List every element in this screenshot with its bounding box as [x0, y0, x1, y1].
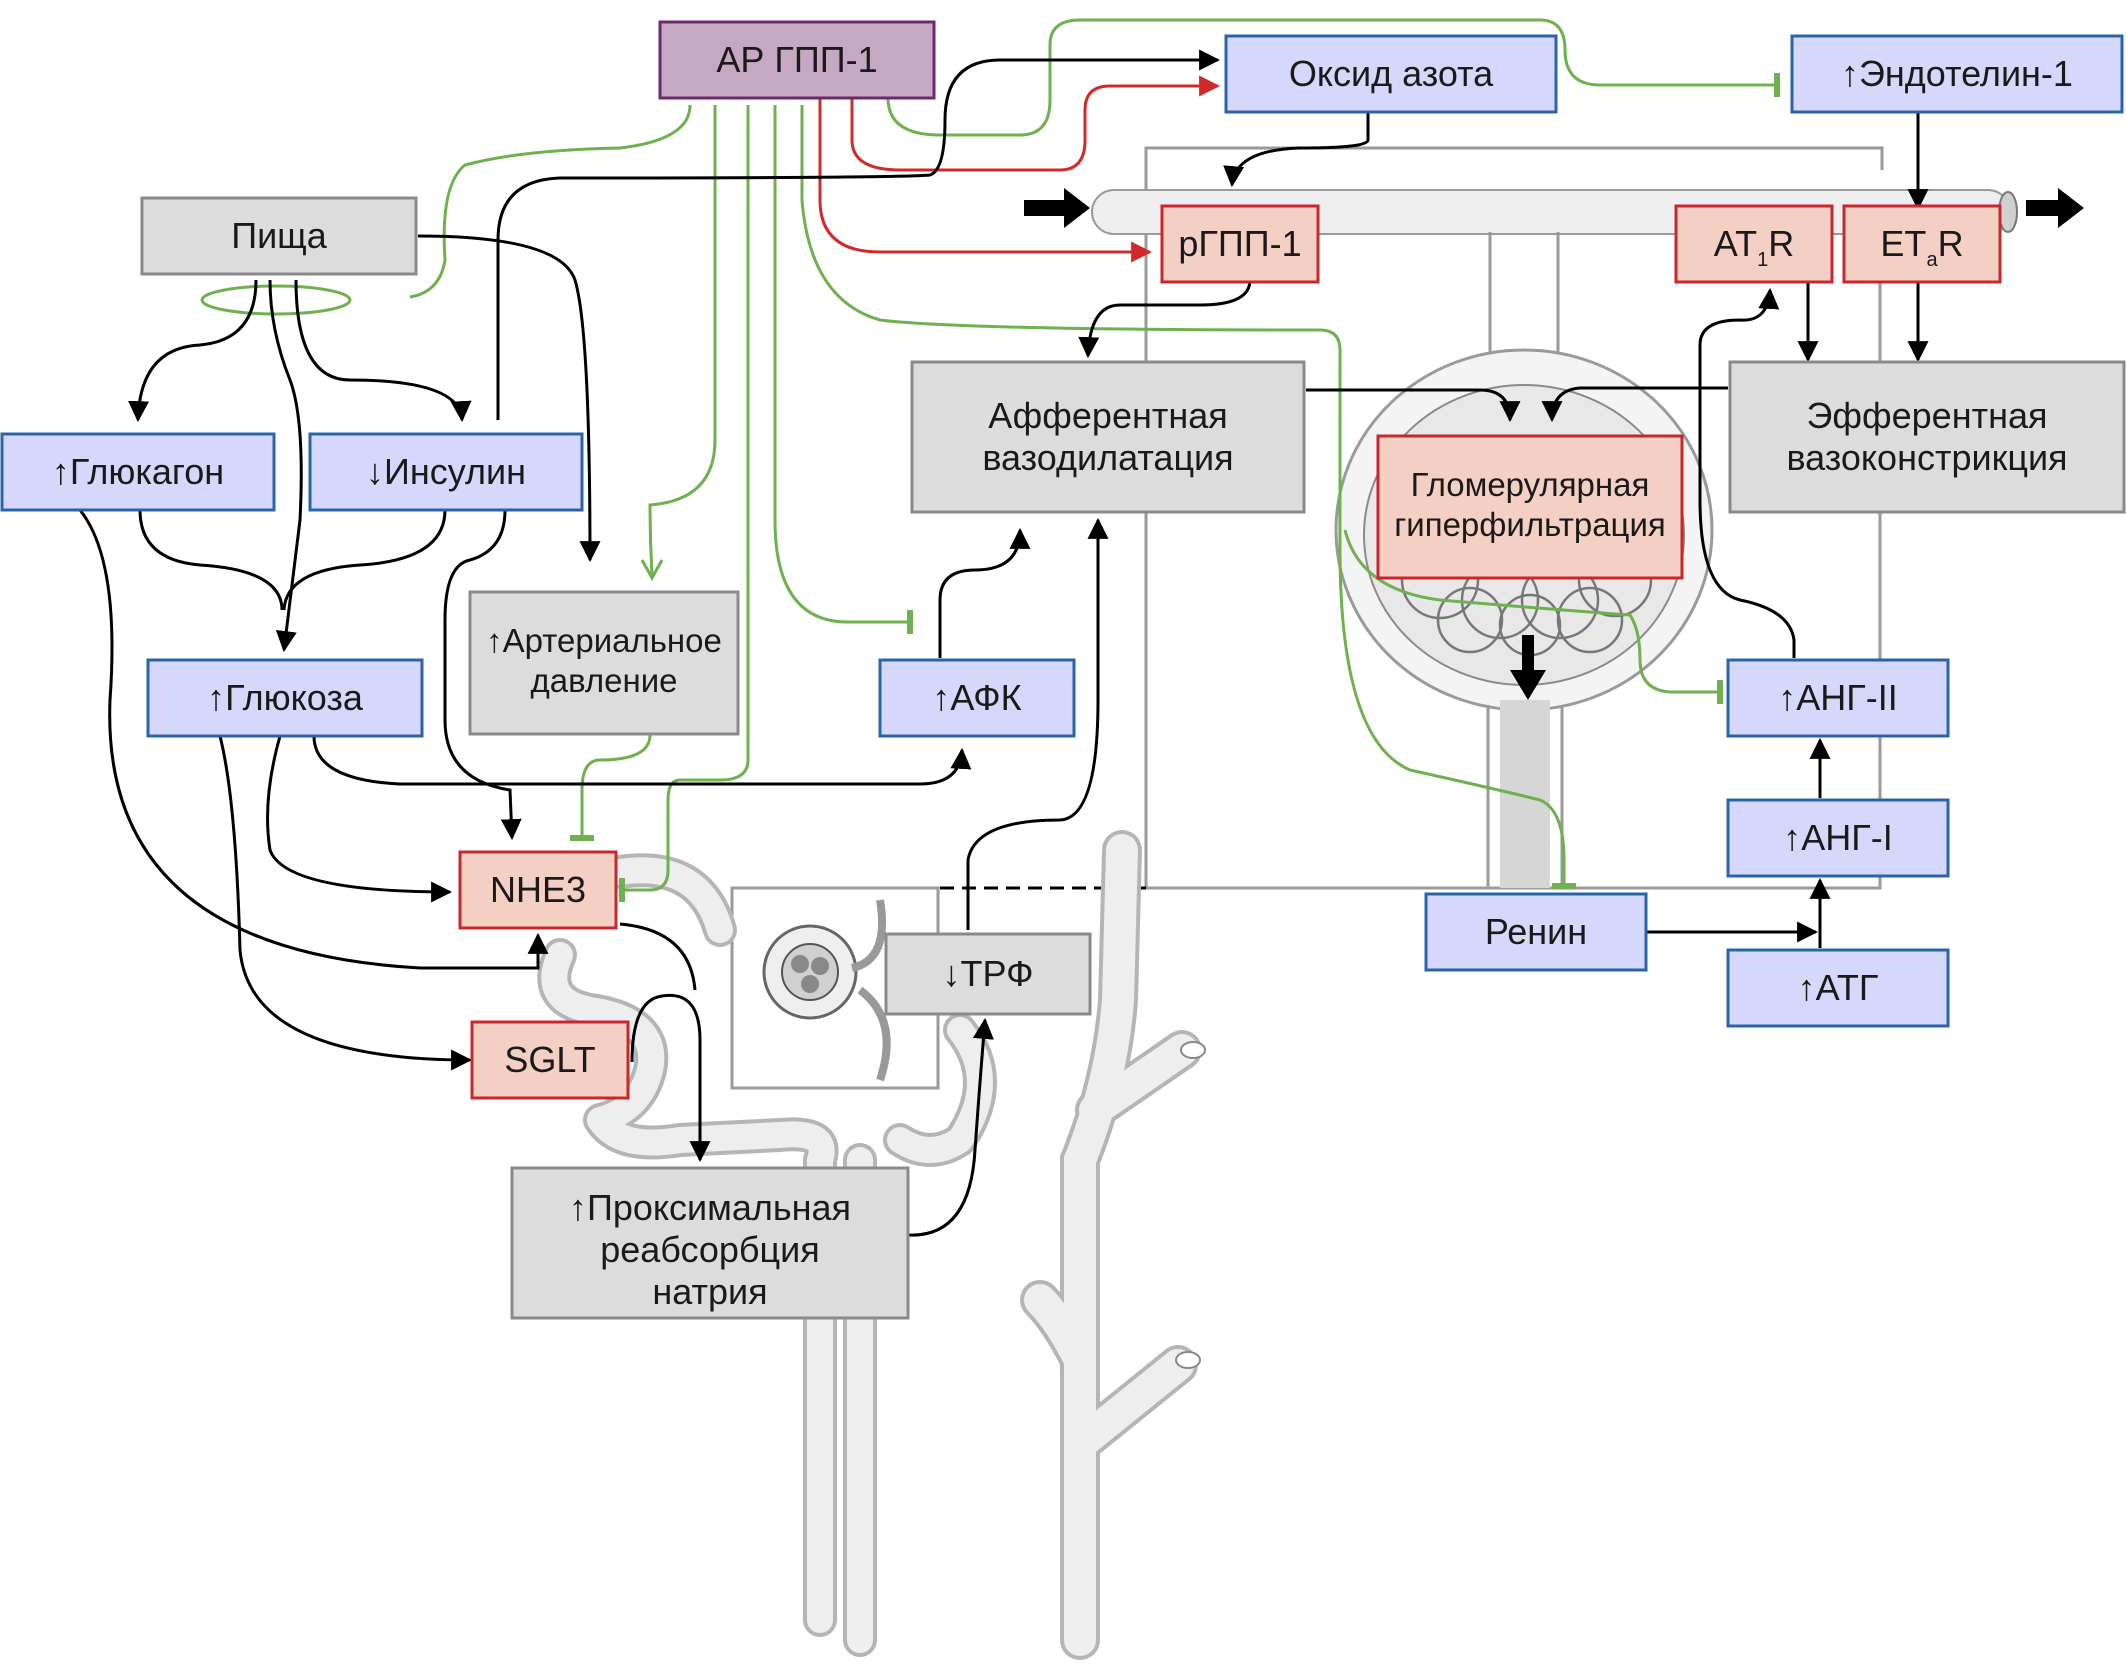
inhibit-nhe3-b: [570, 734, 652, 841]
inhibit-endothelin: [886, 18, 1780, 137]
glucagon-label: ↑Глюкагон: [52, 451, 224, 492]
etar-label: ETaR: [1880, 223, 1963, 271]
proximal-line2: реабсорбция: [600, 1229, 820, 1270]
node-food[interactable]: Пища: [140, 196, 418, 276]
afferent-line1: Афферентная: [988, 395, 1227, 436]
node-nitric-oxide[interactable]: Оксид азота: [1224, 34, 1558, 114]
glomerular-outflow: [1486, 705, 1564, 888]
renin-label: Ренин: [1485, 911, 1587, 952]
arrow-glucose-to-sglt: [218, 735, 473, 1071]
node-ros[interactable]: ↑АФК: [878, 658, 1076, 738]
inhibit-food: [409, 104, 692, 299]
node-proximal-reabsorption[interactable]: ↑Проксимальная реабсорбция натрия: [510, 1166, 910, 1320]
arrow-glucagon-to-nhe3: [78, 509, 549, 970]
arrow-glucagon-to-glucose: [138, 509, 284, 611]
node-insulin[interactable]: ↓Инсулин: [308, 432, 584, 512]
glomerular-line2: гиперфильтрация: [1394, 506, 1666, 543]
nhe3-label: NHE3: [490, 869, 586, 910]
node-afferent-vasodilatation[interactable]: Афферентная вазодилатация: [910, 360, 1306, 514]
tgf-label: ↓ТРФ: [943, 953, 1034, 994]
flow-arrow-right: [2026, 188, 2084, 228]
arrow-efferent-to-glomerular: [1541, 386, 1728, 423]
agonist-activate-lines: [818, 75, 1221, 263]
efferent-line2: вазоконстрикция: [1786, 437, 2067, 478]
ang2-label: ↑АНГ-II: [1778, 677, 1898, 718]
arrow-food-to-insulin: [294, 279, 472, 423]
arrow-glucose-to-ros: [312, 735, 972, 786]
filtrate-arrow: [1510, 635, 1546, 700]
atg-label: ↑АТГ: [1798, 967, 1879, 1008]
ang1-label: ↑АНГ-I: [1783, 817, 1893, 858]
glucose-label: ↑Глюкоза: [207, 677, 364, 718]
inhibit-ros: [773, 105, 913, 634]
node-atg[interactable]: ↑АТГ: [1726, 948, 1950, 1028]
node-renin[interactable]: Ренин: [1424, 892, 1648, 972]
node-etar[interactable]: ETaR: [1842, 204, 2002, 284]
arrow-insulin-to-no: [496, 49, 1221, 420]
at1r-label: AT1R: [1714, 223, 1794, 271]
activate-nitric-oxide: [850, 75, 1221, 172]
activate-arterial-pressure: [648, 105, 717, 576]
node-tgf[interactable]: ↓ТРФ: [884, 932, 1092, 1016]
node-arterial-pressure[interactable]: ↑Артериальное давление: [468, 590, 740, 736]
arrow-rgpp1-to-afferent: [1078, 279, 1252, 359]
glomerular-line1: Гломерулярная: [1411, 466, 1650, 503]
arrow-nhe3-to-proximal: [619, 922, 697, 991]
food-label: Пища: [231, 215, 328, 256]
arrow-proximal-to-tgf: [907, 1017, 994, 1237]
node-glucagon[interactable]: ↑Глюкагон: [0, 432, 276, 512]
arrow-no-to-rgpp1: [1223, 112, 1370, 188]
efferent-line1: Эфферентная: [1807, 395, 2048, 436]
food-effect-ellipse: [200, 284, 352, 316]
node-ang1[interactable]: ↑АНГ-I: [1726, 798, 1950, 878]
node-sglt[interactable]: SGLT: [470, 1020, 630, 1100]
node-ar-gpp1[interactable]: АР ГПП-1: [658, 20, 936, 100]
nitric-oxide-label: Оксид азота: [1289, 53, 1494, 94]
arrow-food-to-glucose: [268, 279, 303, 653]
node-boxes: АР ГПП-1 Оксид азота ↑Эндотелин-1 Пища р…: [0, 20, 2126, 1320]
arrow-glucose-to-nhe3: [266, 735, 453, 903]
arterial-line2: давление: [530, 662, 677, 699]
arrow-insulin-to-glucose: [282, 509, 447, 611]
node-nhe3[interactable]: NHE3: [458, 850, 618, 930]
node-rgpp1[interactable]: рГПП-1: [1160, 204, 1320, 284]
inhibit-ang2: [1343, 529, 1723, 704]
arrow-sglt-to-proximal: [630, 993, 711, 1163]
flow-arrow-left: [1024, 188, 1090, 228]
node-endothelin[interactable]: ↑Эндотелин-1: [1790, 34, 2124, 114]
arrow-tgf-to-afferent: [966, 517, 1109, 930]
ar-gpp1-label: АР ГПП-1: [716, 39, 877, 80]
activate-rgpp1: [818, 98, 1153, 263]
node-at1r[interactable]: AT1R: [1674, 204, 1834, 284]
arrow-food-to-glucagon: [128, 279, 258, 423]
arrow-food-to-arterial: [417, 234, 601, 563]
afferent-line2: вазодилатация: [982, 437, 1233, 478]
node-glomerular-hyperfiltration[interactable]: Гломерулярная гиперфильтрация: [1376, 434, 1684, 580]
node-efferent-vasoconstriction[interactable]: Эфферентная вазоконстрикция: [1728, 360, 2126, 514]
arrow-afferent-to-glomerular: [1306, 388, 1521, 423]
vessel-end: [1998, 191, 2018, 233]
endothelin-label: ↑Эндотелин-1: [1841, 53, 2073, 94]
sglt-label: SGLT: [504, 1039, 595, 1080]
arterial-line1: ↑Артериальное: [486, 622, 722, 659]
node-glucose[interactable]: ↑Глюкоза: [146, 658, 424, 738]
ros-label: ↑АФК: [932, 677, 1021, 718]
inhibit-renin: [800, 105, 1576, 889]
node-ang2[interactable]: ↑АНГ-II: [1726, 658, 1950, 738]
insulin-label: ↓Инсулин: [366, 451, 526, 492]
rgpp1-label: рГПП-1: [1178, 223, 1301, 264]
arrow-insulin-to-nhe3: [443, 509, 522, 841]
proximal-line1: ↑Проксимальная: [569, 1187, 851, 1228]
arrow-ang2-to-at1r: [1698, 287, 1796, 658]
proximal-line3: натрия: [652, 1271, 767, 1312]
arrow-ros-to-afferent: [938, 527, 1031, 658]
signal-arrows: [78, 49, 1929, 1237]
